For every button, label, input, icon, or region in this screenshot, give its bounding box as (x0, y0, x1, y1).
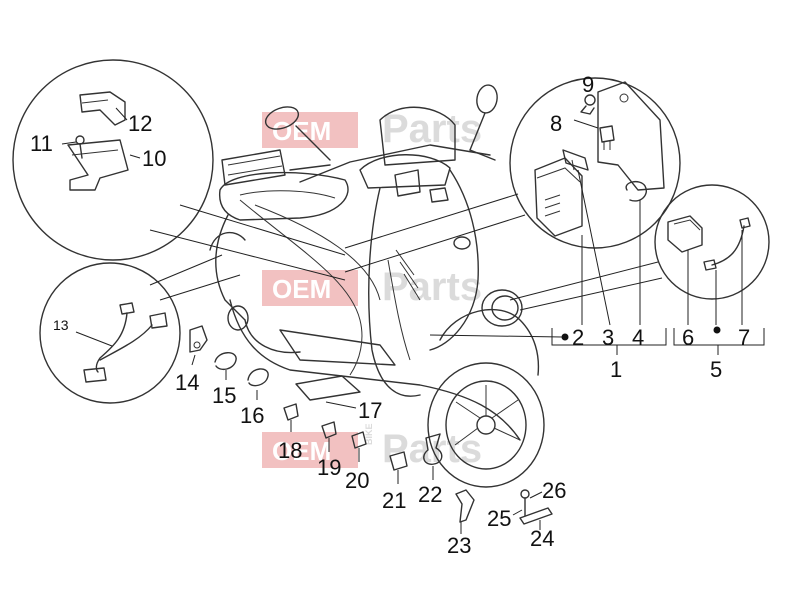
watermark-box-text: OEM (272, 274, 331, 304)
callout-16: 16 (240, 403, 264, 428)
callout-4: 4 (632, 325, 644, 350)
callout-9: 9 (582, 72, 594, 97)
watermark-brand-text: Parts (382, 265, 482, 309)
group-bracket-1: 2 3 4 1 (429, 325, 667, 382)
watermark-box-text: OEM (272, 436, 331, 466)
callout-19: 19 (317, 455, 341, 480)
callout-22: 22 (418, 482, 442, 507)
watermark-top: OEM Parts (262, 107, 482, 151)
callout-10: 10 (142, 146, 166, 171)
callout-17: 17 (358, 398, 382, 423)
detail-circle-harness: 13 (39, 254, 241, 404)
callout-25: 25 (487, 506, 511, 531)
detail-circle-relay (509, 184, 770, 325)
callout-11: 11 (30, 131, 53, 156)
scooter-illustration (209, 84, 545, 488)
callout-3: 3 (602, 325, 614, 350)
callout-20: 20 (345, 468, 369, 493)
callout-18: 18 (278, 438, 302, 463)
callout-13: 13 (53, 317, 69, 333)
callout-5: 5 (710, 357, 722, 382)
callout-2: 2 (572, 325, 584, 350)
small-parts: 14 15 16 17 18 19 20 21 22 (175, 325, 566, 558)
callout-7: 7 (738, 325, 750, 350)
callout-21: 21 (382, 488, 406, 513)
watermark-middle: OEM Parts (262, 265, 482, 309)
callout-24: 24 (530, 526, 554, 551)
callout-6: 6 (682, 325, 694, 350)
callout-14: 14 (175, 370, 199, 395)
watermark-tag-text: BIKE (364, 423, 374, 445)
callout-8: 8 (550, 111, 562, 136)
callout-26: 26 (542, 478, 566, 503)
callout-12: 12 (128, 111, 152, 136)
watermark-brand-text: Parts (382, 107, 482, 151)
callout-15: 15 (212, 383, 236, 408)
group-bracket-5: 6 7 5 (673, 325, 765, 382)
detail-circle-control-unit: 9 8 (344, 72, 681, 326)
detail-circle-bracket: 12 10 11 (12, 59, 346, 281)
callout-23: 23 (447, 533, 471, 558)
callout-1: 1 (610, 357, 622, 382)
